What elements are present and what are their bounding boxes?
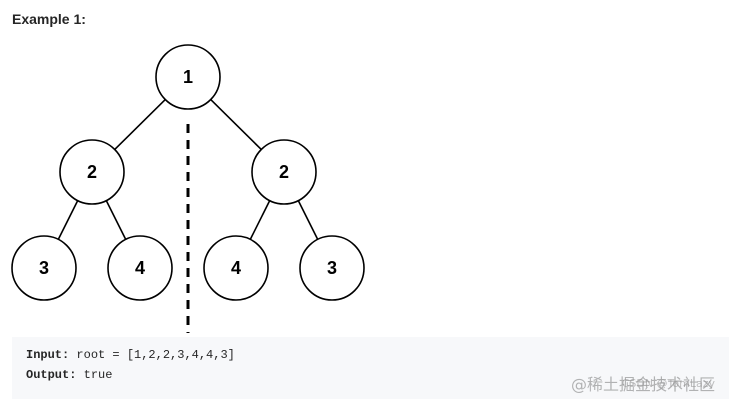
example-heading: Example 1: <box>12 11 86 27</box>
input-value: root = [1,2,2,3,4,4,3] <box>76 348 235 362</box>
node-value: 1 <box>183 67 193 87</box>
input-label: Input: <box>26 348 70 362</box>
output-label: Output: <box>26 368 77 382</box>
tree-edges <box>57 98 319 240</box>
tree-node-right: 2 <box>251 139 317 205</box>
node-value: 3 <box>327 258 337 278</box>
tree-node-left-left: 3 <box>11 235 77 301</box>
node-value: 3 <box>39 258 49 278</box>
node-circle <box>59 139 125 205</box>
node-circle <box>299 235 365 301</box>
node-circle <box>11 235 77 301</box>
node-value: 2 <box>87 162 97 182</box>
edge-left-to-left-left <box>57 200 79 240</box>
edge-right-to-right-left <box>249 200 271 240</box>
node-circle <box>155 44 221 110</box>
node-value: 4 <box>135 258 145 278</box>
tree-node-right-left: 4 <box>203 235 269 301</box>
edge-root-to-right <box>210 98 262 151</box>
example-io-block: Input: root = [1,2,2,3,4,4,3] Output: tr… <box>12 337 729 399</box>
edge-left-to-left-right <box>105 200 127 240</box>
watermark-text: @稀土掘金技术社区 <box>570 375 715 394</box>
tree-node-right-right: 3 <box>299 235 365 301</box>
node-value: 2 <box>279 162 289 182</box>
node-value: 4 <box>231 258 241 278</box>
binary-tree-diagram: 1 2 2 3 4 4 3 <box>11 44 365 333</box>
output-line: Output: true <box>26 368 112 382</box>
node-circle <box>107 235 173 301</box>
input-line: Input: root = [1,2,2,3,4,4,3] <box>26 348 235 362</box>
watermark: @稀土掘金技术社区 CSDN @TomLazy <box>571 371 715 395</box>
tree-node-left-right: 4 <box>107 235 173 301</box>
node-circle <box>203 235 269 301</box>
node-circle <box>251 139 317 205</box>
edge-root-to-left <box>114 98 166 151</box>
watermark-sub: CSDN @TomLazy <box>621 377 715 390</box>
tree-nodes: 1 2 2 3 4 4 3 <box>11 44 365 301</box>
tree-node-left: 2 <box>59 139 125 205</box>
output-value: true <box>83 368 113 382</box>
edge-right-to-right-right <box>297 200 319 240</box>
tree-node-root: 1 <box>155 44 221 110</box>
